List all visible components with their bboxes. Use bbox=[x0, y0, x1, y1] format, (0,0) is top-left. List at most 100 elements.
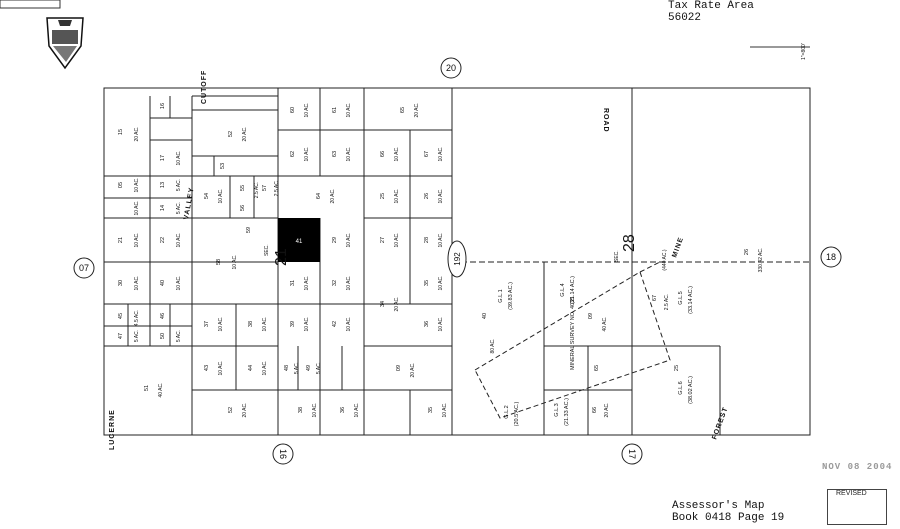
gov-lot-acres: (21.33 AC.) bbox=[564, 398, 570, 426]
road-label-mine: MINE bbox=[671, 236, 685, 259]
section-circle-16 bbox=[272, 443, 294, 465]
sec-label-21: SEC. bbox=[264, 244, 270, 256]
parcel-number: 39 bbox=[290, 321, 296, 327]
acreage-label: 20 AC. bbox=[330, 188, 336, 203]
acreage-label: 10 AC. bbox=[134, 200, 140, 215]
parcel-number: 59 bbox=[246, 227, 252, 233]
parcel-number: 35 bbox=[424, 280, 430, 286]
parcel-number: 58 bbox=[216, 259, 222, 265]
parcel-number: 67 bbox=[424, 151, 430, 157]
acreage-label: 80 AC. bbox=[490, 338, 496, 353]
parcel-number: 27 bbox=[380, 237, 386, 243]
parcel-number: 16 bbox=[160, 103, 166, 109]
acreage-label: 20 AC. bbox=[394, 296, 400, 311]
parcel-number: 21 bbox=[118, 237, 124, 243]
parcel-number: 40 bbox=[482, 313, 488, 319]
acreage-label: 2.5 AC. bbox=[274, 180, 280, 196]
parcel-number: 48 bbox=[284, 365, 290, 371]
gov-lot-acres: (33.14 AC.) bbox=[688, 286, 694, 314]
acreage-label: 5 AC. bbox=[294, 362, 300, 374]
acreage-label: 10 AC. bbox=[304, 316, 310, 331]
parcel-number: 25 bbox=[674, 365, 680, 371]
acreage-label: 20 AC. bbox=[410, 362, 416, 377]
acreage-label: 10 AC. bbox=[312, 402, 318, 417]
gov-lot-label: G.L.2 bbox=[504, 405, 510, 418]
road-label-cutoff: CUTOFF bbox=[201, 70, 208, 104]
parcel-number: 44 bbox=[248, 365, 254, 371]
parcel-number: 52 bbox=[228, 131, 234, 137]
acreage-label: 5 AC. bbox=[134, 330, 140, 342]
acreage-label: 10 AC. bbox=[394, 232, 400, 247]
parcel-number: 62 bbox=[290, 151, 296, 157]
acreage-label: 2.5 AC. bbox=[664, 294, 670, 310]
section-number-28: 28 bbox=[621, 234, 638, 252]
corner-frame bbox=[0, 0, 61, 9]
section-label-17: 17 bbox=[627, 449, 637, 459]
acreage-label: 10 AC. bbox=[438, 316, 444, 331]
parcel-number: 09 bbox=[588, 313, 594, 319]
acreage-label: 10 AC. bbox=[438, 188, 444, 203]
road-label-lucerne: LUCERNE bbox=[109, 409, 116, 450]
highlighted-parcel[interactable] bbox=[278, 218, 320, 262]
gov-lot-acres: (38.02 AC.) bbox=[688, 376, 694, 404]
parcel-number: 05 bbox=[118, 182, 124, 188]
acreage-label: 10 AC. bbox=[262, 360, 268, 375]
mineral-survey-label: MINERAL SURVEY NO. 4035 bbox=[570, 297, 576, 370]
acreage-label: 10 AC. bbox=[218, 316, 224, 331]
section-circle-17 bbox=[621, 443, 643, 465]
parcel-number: 36 bbox=[340, 407, 346, 413]
acreage-label: 10 AC. bbox=[176, 150, 182, 165]
acreage-label: 5 AC. bbox=[176, 179, 182, 191]
mineral-survey-boundary bbox=[474, 261, 671, 419]
parcel-lines bbox=[103, 87, 811, 436]
parcel-number: 66 bbox=[592, 407, 598, 413]
book-page: Book 0418 Page 19 bbox=[672, 512, 785, 524]
parcel-number: 43 bbox=[204, 365, 210, 371]
acreage-label: 10 AC. bbox=[438, 146, 444, 161]
acreage-label: 20 AC. bbox=[414, 102, 420, 117]
parcel-number: 60 bbox=[290, 107, 296, 113]
acreage-label: 10 AC. bbox=[218, 360, 224, 375]
acreage-label: 10 AC. bbox=[438, 232, 444, 247]
parcel-number: 49 bbox=[306, 365, 312, 371]
parcel-number: 65 bbox=[594, 365, 600, 371]
parcel-number: 31 bbox=[290, 280, 296, 286]
acreage-label: 10 AC. bbox=[346, 232, 352, 247]
gov-lot-acres: (20.5 AC.) bbox=[514, 401, 520, 426]
gov-lot-label: G.L.1 bbox=[498, 289, 504, 302]
parcel-number: 26 bbox=[744, 249, 750, 255]
parcel-number: 15 bbox=[118, 129, 124, 135]
parcel-number: 61 bbox=[332, 107, 338, 113]
parcel-number: 17 bbox=[160, 155, 166, 161]
section-label-16: 16 bbox=[278, 449, 288, 459]
revised-label: REVISED bbox=[836, 490, 867, 497]
section-number-21: 21 bbox=[273, 248, 290, 266]
parcel-number: 14 bbox=[160, 205, 166, 211]
parcel-number: 38 bbox=[298, 407, 304, 413]
acreage-label: 10 AC. bbox=[134, 232, 140, 247]
acreage-label: (440 AC.) bbox=[662, 249, 668, 270]
parcel-number: 56 bbox=[240, 205, 246, 211]
assessor-map-title-block: Assessor's Map Book 0418 Page 19 bbox=[672, 500, 784, 524]
section-circle-07 bbox=[73, 257, 95, 279]
acreage-label: 10 AC. bbox=[176, 232, 182, 247]
parcel-number: 64 bbox=[316, 193, 322, 199]
parcel-number: 67 bbox=[652, 295, 658, 301]
tax-rate-area: Tax Rate Area 56022 bbox=[668, 0, 754, 24]
parcel-number: 09 bbox=[396, 365, 402, 371]
section-label-07: 07 bbox=[79, 263, 89, 273]
parcel-number: 38 bbox=[248, 321, 254, 327]
parcel-number: 36 bbox=[424, 321, 430, 327]
acreage-label: 4.5 AC. bbox=[134, 310, 140, 326]
acreage-label: 10 AC. bbox=[218, 188, 224, 203]
parcel-number: 42 bbox=[332, 321, 338, 327]
road-label-road: ROAD bbox=[602, 108, 609, 133]
gov-lot-label: G.L.3 bbox=[554, 403, 560, 416]
acreage-label: 10 AC. bbox=[442, 402, 448, 417]
acreage-label: 40 AC. bbox=[158, 382, 164, 397]
acreage-label: 10 AC. bbox=[134, 275, 140, 290]
date-stamp: NOV 08 2004 bbox=[822, 462, 893, 472]
road-label-valley: VALLEY bbox=[183, 187, 196, 221]
